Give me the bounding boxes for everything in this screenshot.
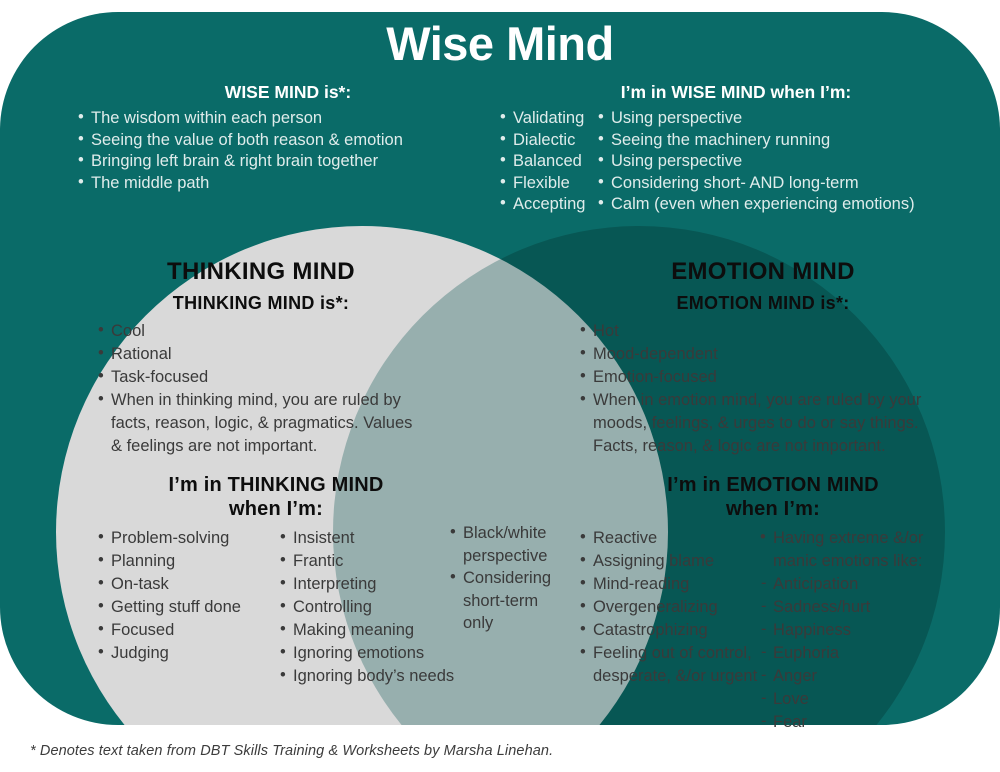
list-item: On-task: [96, 572, 278, 596]
wise-mind-definition-heading: WISE MIND is*:: [224, 82, 352, 102]
sublist-item: Happiness: [758, 618, 968, 642]
wise-mind-definition-block: WISE MIND is*: The wisdom within each pe…: [78, 82, 498, 194]
heading-line-2: when I’m:: [228, 498, 324, 520]
list-item: Rational: [96, 342, 426, 366]
list-item: Catastrophizing: [578, 618, 758, 642]
heading-line-2: when I’m:: [725, 498, 821, 520]
list-item: Reactive: [578, 526, 758, 550]
list-item: Accepting: [500, 193, 598, 216]
page-title: Wise Mind: [386, 17, 614, 70]
list-item: Making meaning: [278, 618, 456, 642]
sublist-item: Euphoria: [758, 641, 968, 665]
thinking-mind-definition-list: Cool Rational Task-focused When in think…: [96, 319, 426, 458]
emotion-mind-definition-block: EMOTION MIND EMOTION MIND is*: Hot Mood-…: [578, 258, 948, 458]
list-item: When in emotion mind, you are ruled by y…: [578, 388, 948, 458]
wise-mind-definition-list: The wisdom within each person Seeing the…: [78, 107, 498, 195]
list-item: The middle path: [78, 172, 498, 195]
list-item: Balanced: [500, 150, 598, 173]
list-item: Feeling out of control, desperate, &/or …: [578, 641, 758, 688]
list-item: Getting stuff done: [96, 595, 278, 619]
list-item: Judging: [96, 641, 278, 665]
thinking-mind-indicators-columns: Problem-solving Planning On-task Getting…: [96, 521, 456, 688]
list-item: The wisdom within each person: [78, 107, 498, 130]
list-item: Bringing left brain & right brain togeth…: [78, 150, 498, 173]
wise-mind-indicators-block: I’m in WISE MIND when I’m: Validating Di…: [486, 82, 986, 216]
list-item: Cool: [96, 319, 426, 343]
list-item: Black/white perspective: [448, 521, 554, 567]
heading-line-1: I’m in EMOTION MIND: [667, 474, 879, 496]
list-item: Calm (even when experiencing emotions): [598, 193, 986, 216]
emotion-mind-title: EMOTION MIND: [671, 258, 855, 285]
wise-mind-indicators-col1: Validating Dialectic Balanced Flexible A…: [486, 107, 598, 216]
list-item: Mood-dependent: [578, 342, 948, 366]
thinking-mind-indicators-block: I’m in THINKING MIND when I’m: Problem-s…: [96, 473, 456, 688]
sublist-item: Sadness/hurt: [758, 595, 968, 619]
list-item: Focused: [96, 618, 278, 642]
sublist-item: Fear: [758, 710, 968, 734]
list-item: Validating: [500, 107, 598, 130]
list-item: Interpreting: [278, 572, 456, 596]
list-item: Frantic: [278, 549, 456, 573]
list-item: Using perspective: [598, 107, 986, 130]
emotion-mind-indicators-col2: Having extreme &/or manic emotions like:…: [758, 526, 968, 734]
thinking-mind-indicators-heading: I’m in THINKING MIND when I’m:: [96, 473, 456, 521]
list-item: Task-focused: [96, 365, 426, 389]
list-item: Insistent: [278, 526, 456, 550]
list-item: Seeing the machinery running: [598, 129, 986, 152]
emotion-mind-indicators-columns: Reactive Assigning blame Mind-reading Ov…: [578, 521, 968, 734]
emotion-mind-definition-list: Hot Mood-dependent Emotion-focused When …: [578, 319, 948, 458]
list-item: Planning: [96, 549, 278, 573]
list-item: Overgeneralizing: [578, 595, 758, 619]
list-item: Flexible: [500, 172, 598, 195]
thinking-mind-subtitle: THINKING MIND is*:: [172, 293, 350, 313]
emotion-mind-subtitle: EMOTION MIND is*:: [676, 293, 850, 313]
emotion-mind-indicators-heading: I’m in EMOTION MIND when I’m:: [578, 473, 968, 521]
wise-mind-indicators-heading: I’m in WISE MIND when I’m:: [620, 82, 852, 102]
list-item: Using perspective: [598, 150, 986, 173]
sublist-item: Love: [758, 687, 968, 711]
thinking-mind-indicators-col2: Insistent Frantic Interpreting Controlli…: [278, 526, 456, 688]
list-item: Mind-reading: [578, 572, 758, 596]
sublist-item: Anticipation: [758, 572, 968, 596]
list-item: When in thinking mind, you are ruled by …: [96, 388, 426, 458]
emotion-mind-indicators-block: I’m in EMOTION MIND when I’m: Reactive A…: [578, 473, 968, 734]
list-item: Emotion-focused: [578, 365, 948, 389]
footnote: * Denotes text taken from DBT Skills Tra…: [30, 743, 554, 759]
thinking-mind-indicators-col1: Problem-solving Planning On-task Getting…: [96, 526, 278, 688]
list-item: Considering short- AND long-term: [598, 172, 986, 195]
list-item: Dialectic: [500, 129, 598, 152]
list-item: Hot: [578, 319, 948, 343]
emotion-mind-indicators-col1: Reactive Assigning blame Mind-reading Ov…: [578, 526, 758, 734]
wise-mind-indicators-columns: Validating Dialectic Balanced Flexible A…: [486, 107, 986, 216]
overlap-list: Black/white perspective Considering shor…: [448, 521, 554, 635]
list-item: Ignoring body’s needs: [278, 664, 456, 688]
list-item: Assigning blame: [578, 549, 758, 573]
list-item: Controlling: [278, 595, 456, 619]
list-item: Having extreme &/or manic emotions like:: [758, 526, 968, 573]
sublist-item: Anger: [758, 664, 968, 688]
thinking-mind-title: THINKING MIND: [167, 258, 355, 285]
list-item: Seeing the value of both reason & emotio…: [78, 129, 498, 152]
overlap-region-block: Black/white perspective Considering shor…: [448, 516, 554, 635]
heading-line-1: I’m in THINKING MIND: [168, 474, 384, 496]
thinking-mind-definition-block: THINKING MIND THINKING MIND is*: Cool Ra…: [96, 258, 426, 458]
wise-mind-indicators-col2: Using perspective Seeing the machinery r…: [598, 107, 986, 216]
list-item: Considering short-term only: [448, 566, 554, 635]
list-item: Problem-solving: [96, 526, 278, 550]
list-item: Ignoring emotions: [278, 641, 456, 665]
